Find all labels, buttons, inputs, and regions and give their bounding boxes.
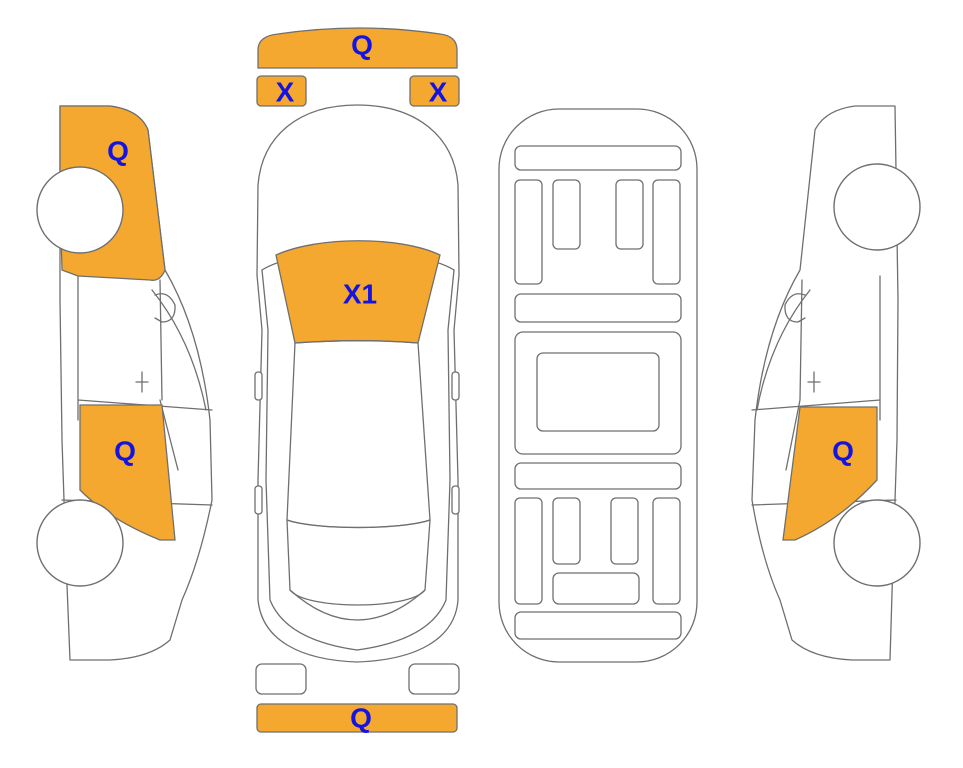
left-rear-wheel — [36, 499, 124, 587]
car-body-top — [256, 104, 460, 663]
rear-right-light[interactable] — [408, 663, 460, 695]
front-right-light-code: X — [429, 77, 448, 108]
left-rear-door-code: Q — [114, 436, 136, 467]
right-mirror — [451, 371, 460, 401]
rear-parts: Q — [255, 663, 460, 734]
underbody-block — [615, 179, 644, 250]
underbody-block — [514, 497, 543, 605]
right-window-line — [756, 289, 811, 411]
car-top-view: X1 — [254, 104, 460, 663]
front-left-light-code: X — [276, 77, 295, 108]
underbody-block — [652, 179, 681, 285]
car-left-side-view: Q Q — [36, 105, 213, 661]
car-underbody-view — [498, 108, 698, 663]
right-mirror — [784, 293, 806, 323]
underbody-block — [652, 497, 681, 605]
underbody-block — [514, 179, 543, 285]
left-rear-handle — [254, 485, 263, 515]
left-front-fender-code: Q — [107, 136, 129, 167]
left-side-line — [261, 269, 358, 651]
underbody-block — [552, 179, 581, 250]
right-side-line — [751, 275, 897, 506]
rear-left-light[interactable] — [255, 663, 307, 695]
right-front-wheel — [833, 163, 921, 251]
right-side-line — [356, 269, 455, 651]
underbody-front-bar — [514, 145, 682, 171]
left-window-line — [151, 289, 207, 411]
underbody-block — [552, 497, 581, 565]
left-handle — [135, 371, 149, 393]
right-rear-wheel — [833, 499, 921, 587]
front-parts: Q X X — [256, 27, 460, 108]
right-rear-handle — [451, 485, 460, 515]
front-bumper-code: Q — [351, 30, 373, 61]
left-mirror — [154, 293, 176, 323]
underbody-crossbar — [514, 293, 682, 323]
right-handle — [807, 371, 821, 393]
trunk-line — [289, 589, 426, 621]
car-right-side-view: Q — [751, 105, 921, 661]
rear-bumper[interactable] — [256, 703, 458, 733]
windshield-code: X1 — [343, 279, 377, 310]
left-mirror — [254, 371, 263, 401]
left-front-wheel — [36, 166, 124, 254]
underbody-rear-block — [552, 572, 640, 605]
right-rear-door-code: Q — [832, 436, 854, 467]
underbody-center — [536, 352, 660, 432]
underbody-block — [610, 497, 639, 565]
underbody-rear-bar — [514, 611, 682, 640]
front-left-light[interactable] — [256, 75, 307, 107]
left-rear-door[interactable] — [79, 404, 176, 541]
rear-bumper-code: Q — [350, 703, 372, 734]
right-rear-door[interactable] — [782, 406, 878, 541]
underbody-crossbar — [514, 462, 682, 490]
front-bumper[interactable] — [257, 27, 458, 69]
front-right-light[interactable] — [409, 75, 460, 107]
